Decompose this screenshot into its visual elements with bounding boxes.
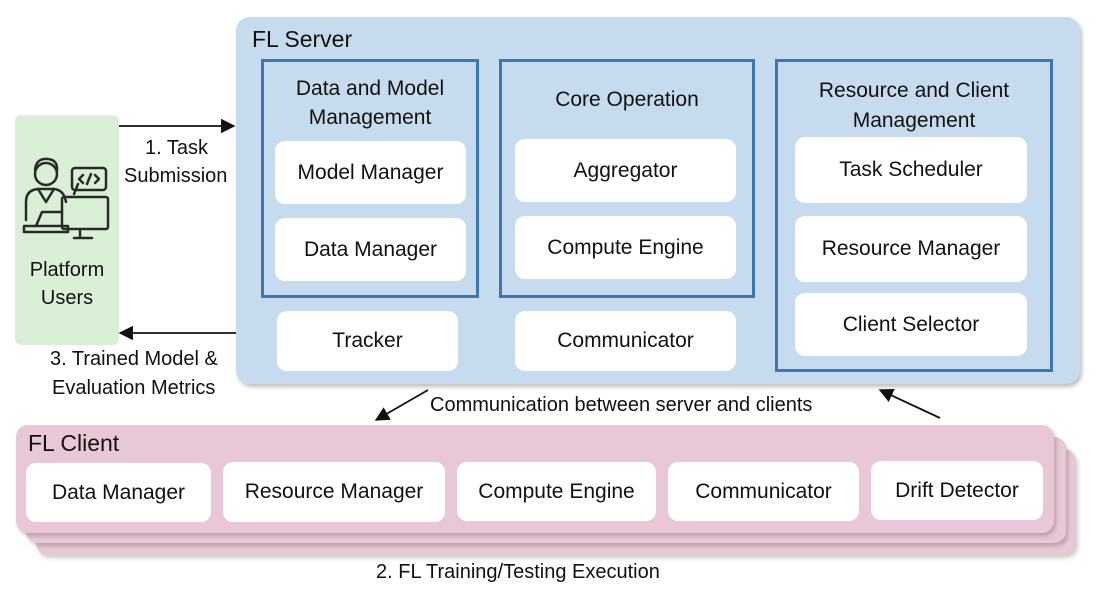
trained-model-label-line2: Evaluation Metrics (52, 377, 216, 399)
client-resource-manager-box: Resource Manager (223, 462, 445, 522)
model-manager-box: Model Manager (275, 141, 466, 204)
client-to-server-arrow (878, 388, 941, 419)
task-scheduler-box: Task Scheduler (795, 137, 1027, 203)
fl-execution-label: 2. FL Training/Testing Execution (376, 561, 660, 583)
client-selector-box: Client Selector (795, 293, 1027, 356)
drift-detector-box: Drift Detector (871, 461, 1043, 520)
platform-users-line1: Platform (29, 259, 105, 281)
resource-client-management-title-line1: Resource and Client (818, 79, 1010, 102)
client-compute-engine-box: Compute Engine (457, 462, 656, 521)
data-model-management-group: Data and Model Management (261, 59, 479, 298)
server-resource-manager-box: Resource Manager (795, 216, 1027, 282)
fl-server-title: FL Server (252, 26, 353, 52)
core-operation-title: Core Operation (555, 88, 699, 111)
server-data-manager-box: Data Manager (275, 218, 466, 281)
communication-label: Communication between server and clients (430, 394, 813, 416)
platform-users-line2: Users (40, 287, 94, 309)
data-model-management-title-line1: Data and Model (295, 77, 445, 100)
core-operation-group: Core Operation (499, 59, 755, 298)
fl-client-title: FL Client (28, 430, 120, 456)
client-communicator-box: Communicator (668, 462, 859, 521)
resource-client-management-group: Resource and Client Management (775, 59, 1053, 372)
server-to-client-arrow (374, 389, 429, 421)
resource-client-management-title-line2: Management (852, 109, 976, 132)
client-data-manager-box: Data Manager (26, 463, 211, 522)
data-model-management-title-line2: Management (308, 106, 432, 129)
server-communicator-box: Communicator (515, 311, 736, 371)
developer-at-computer-icon (22, 157, 110, 240)
task-submission-label-line1: 1. Task (145, 137, 208, 159)
aggregator-box: Aggregator (515, 139, 736, 202)
server-compute-engine-box: Compute Engine (515, 216, 736, 279)
platform-users-label: Platform Users (15, 256, 119, 312)
task-submission-label-line2: Submission (124, 165, 228, 187)
tracker-box: Tracker (277, 311, 458, 371)
trained-model-label-line1: 3. Trained Model & (50, 348, 218, 370)
